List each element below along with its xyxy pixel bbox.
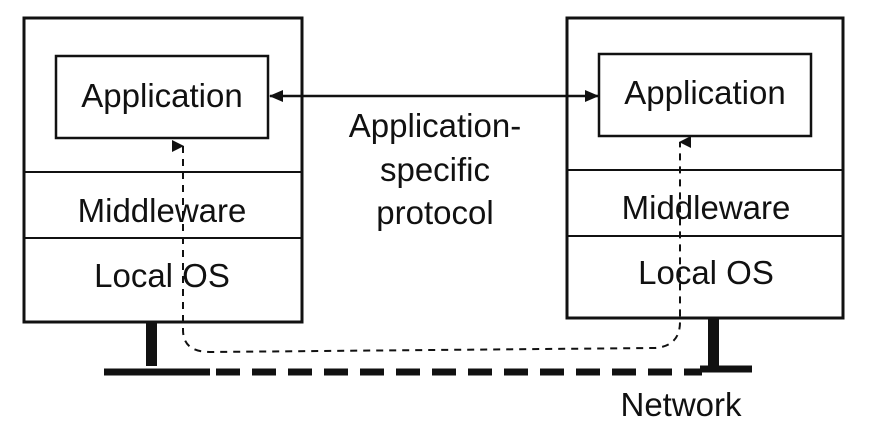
right-middleware-label: Middleware bbox=[622, 189, 791, 226]
right-application-label: Application bbox=[624, 74, 785, 111]
communication-path bbox=[172, 136, 691, 354]
left-middleware-label: Middleware bbox=[78, 192, 247, 229]
protocol-label-line2: specific bbox=[380, 151, 490, 188]
right-application-box bbox=[597, 52, 813, 138]
right-host: Application Middleware Local OS bbox=[565, 16, 845, 366]
left-host-box bbox=[22, 16, 304, 324]
protocol-label-line3: protocol bbox=[376, 194, 493, 231]
right-local-os-label: Local OS bbox=[638, 254, 774, 291]
left-host-stand bbox=[146, 322, 157, 366]
left-local-os-label: Local OS bbox=[94, 257, 230, 294]
right-host-box bbox=[565, 16, 845, 320]
left-host: Application Middleware Local OS bbox=[22, 16, 304, 366]
right-host-stand bbox=[708, 318, 719, 366]
left-application-label: Application bbox=[81, 77, 242, 114]
protocol-label-line1: Application- bbox=[349, 107, 521, 144]
left-application-box bbox=[54, 54, 270, 140]
network-label: Network bbox=[620, 386, 742, 423]
